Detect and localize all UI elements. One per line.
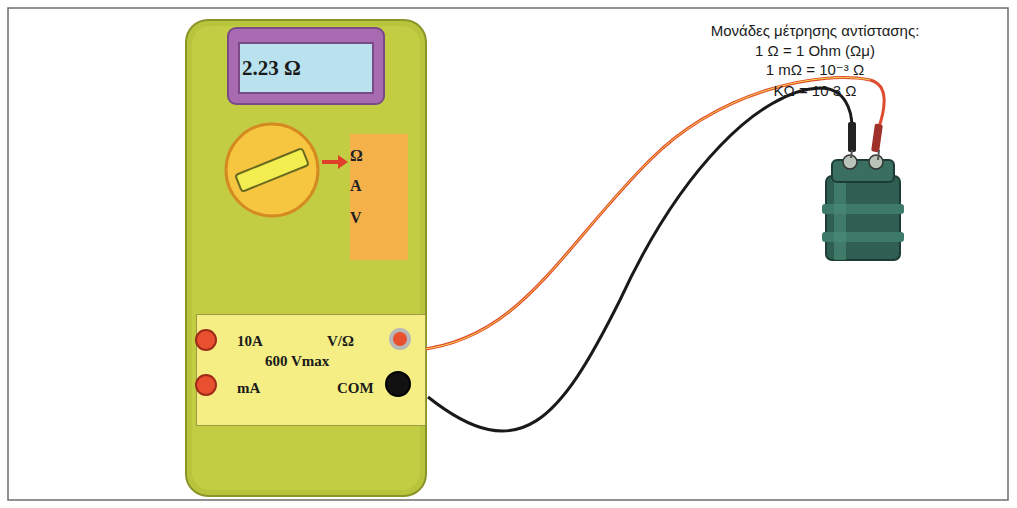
meter-body: [186, 20, 426, 496]
black-probe: [848, 122, 856, 158]
function-panel: ΩAV: [350, 134, 408, 260]
input-jack: [195, 329, 217, 351]
red-lead-highlight: [417, 78, 870, 350]
input-jack: [385, 371, 411, 397]
jack-label: V/Ω: [327, 333, 354, 350]
ohm-setting: Ω: [350, 147, 363, 165]
jack-label: mA: [237, 380, 260, 397]
red-lead: [417, 78, 884, 350]
volt-setting: V: [350, 209, 362, 227]
display-screen: 2.23 Ω: [238, 42, 374, 94]
rotary-dial: [226, 124, 318, 216]
selector-arrow: [322, 155, 348, 169]
display-reading: 2.23 Ω: [242, 56, 301, 81]
black-lead: [428, 88, 852, 431]
frame: [8, 8, 1008, 500]
input-jack: [389, 328, 411, 350]
input-jack: [195, 374, 217, 396]
red-probe: [871, 124, 883, 160]
ignition-coil: [822, 155, 904, 260]
jack-panel: 10A V/Ω 600 Vmax mA COM: [196, 314, 426, 426]
display-bezel: [228, 28, 384, 104]
unit-definition: 1 mΩ = 10⁻³ Ω: [766, 61, 864, 79]
unit-definition: KΩ = 10 3 Ω: [774, 82, 857, 99]
unit-definition: 1 Ω = 1 Ohm (Ωμ): [755, 42, 875, 59]
jack-label: 10A: [237, 333, 263, 350]
dial-pointer: [235, 148, 309, 192]
jack-label: COM: [337, 380, 374, 397]
ampere-setting: A: [350, 177, 362, 195]
note-heading: Μονάδες μέτρησης αντίστασης:: [711, 22, 920, 39]
voltage-rating: 600 Vmax: [265, 353, 329, 370]
